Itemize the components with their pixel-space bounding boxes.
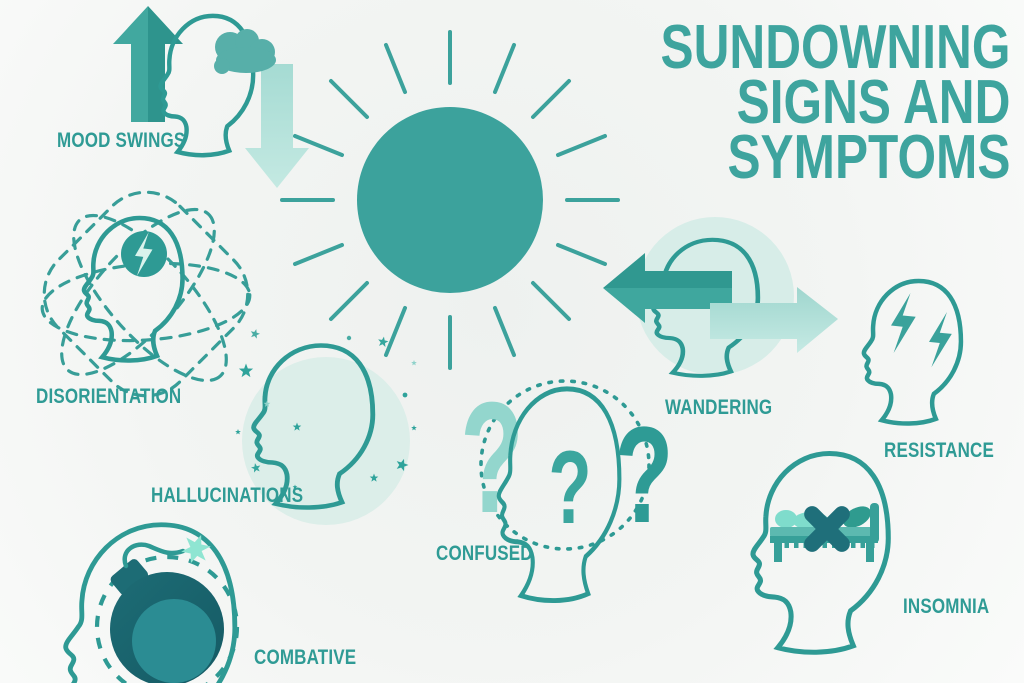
resistance-icon	[864, 281, 961, 424]
bomb-dashed-circle	[94, 554, 240, 683]
label-disorientation: DISORIENTATION	[36, 385, 182, 409]
label-hallucinations: HALLUCINATIONS	[151, 484, 304, 508]
hallucinations-icon	[235, 327, 417, 525]
bed-icon	[770, 503, 879, 562]
no-sleep-x-icon	[804, 506, 850, 552]
right-arrow-icon	[710, 287, 838, 353]
title-line-1: SUNDOWNING	[660, 13, 1010, 82]
question-mark-light: ?	[460, 370, 524, 546]
confused-icon: ? ? ?	[460, 370, 673, 600]
wandering-icon	[603, 217, 838, 376]
combative-icon	[66, 525, 240, 683]
page-title: SUNDOWNING SIGNS AND SYMPTOMS	[660, 13, 1010, 192]
label-resistance: RESISTANCE	[884, 439, 995, 463]
cloud-icon	[214, 29, 276, 74]
label-combative: COMBATIVE	[254, 646, 357, 670]
confused-dashed-circle	[479, 379, 651, 551]
sun-disc	[357, 107, 543, 293]
mood-swings-icon	[113, 6, 309, 188]
lightning-icon	[891, 293, 916, 353]
label-mood-swings: MOOD SWINGS	[57, 129, 186, 153]
sun-icon	[280, 30, 620, 370]
left-arrow-icon	[603, 253, 732, 323]
title-line-3: SYMPTOMS	[727, 123, 1010, 192]
sun-rays-icon	[280, 30, 620, 370]
orbit-dashes	[40, 190, 252, 398]
question-mark-medium: ?	[548, 428, 591, 545]
up-arrow-icon	[113, 6, 183, 122]
label-confused: CONFUSED	[436, 542, 533, 566]
resistance-head-outline	[864, 281, 961, 424]
question-mark-large: ?	[615, 399, 674, 552]
title-line-2: SIGNS AND	[736, 68, 1010, 137]
disorientation-icon	[40, 190, 252, 398]
halo-circle	[242, 357, 410, 525]
fuse-line	[122, 542, 186, 569]
label-insomnia: INSOMNIA	[903, 595, 990, 619]
bomb-icon	[110, 530, 224, 683]
label-wandering: WANDERING	[665, 396, 773, 420]
lightning-icon	[929, 312, 952, 368]
stars-icons	[235, 327, 417, 490]
insomnia-icon	[753, 454, 888, 653]
down-arrow-icon	[245, 64, 309, 188]
